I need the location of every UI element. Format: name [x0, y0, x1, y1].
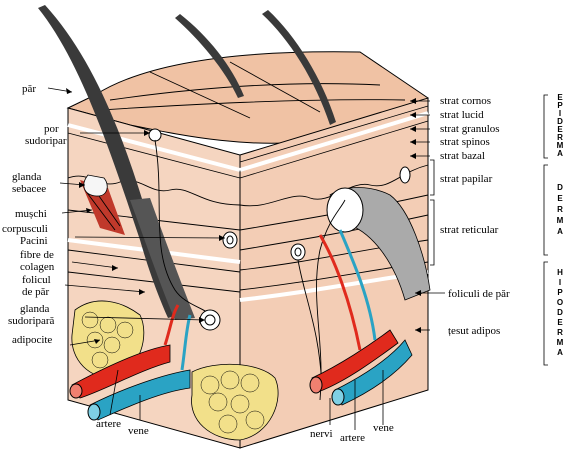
- label-par: păr: [22, 83, 36, 95]
- hair-shaft: [262, 10, 336, 125]
- bottom-pointers: [109, 369, 384, 430]
- top-surface-line: [149, 71, 251, 119]
- epiderma-letter: I: [559, 109, 561, 118]
- hipoderma-letter: E: [557, 318, 563, 327]
- pacinian-corpuscle: [290, 243, 306, 261]
- artery-branch: [163, 304, 180, 346]
- artery-left-end: [69, 383, 83, 399]
- label-fibre-line1: fibre de: [20, 249, 54, 261]
- vein-right: [334, 339, 413, 406]
- derma-letter: M: [557, 216, 564, 225]
- derma-letter: D: [557, 183, 563, 192]
- sebaceous-gland: [83, 174, 108, 197]
- vein-left-end: [87, 403, 101, 421]
- pacinian-corpuscle: [294, 247, 302, 257]
- nerve: [297, 259, 323, 391]
- label-folicul-line1: folicul: [22, 274, 51, 286]
- vein-branch: [180, 314, 192, 371]
- label-glanda-sudoripara-line1: glanda: [20, 303, 49, 315]
- label-corpusculi-line2: Pacini: [20, 235, 48, 247]
- pacinian-corpuscle: [222, 231, 238, 249]
- vein-right-end: [331, 388, 345, 406]
- label-por-line2: sudoripar: [25, 135, 67, 147]
- label-glanda-sebacee-line1: glanda: [12, 171, 41, 183]
- hipoderma-letter: M: [557, 338, 564, 347]
- nerve: [316, 199, 346, 401]
- hipoderma-letter: D: [557, 308, 563, 317]
- epiderma-letter: R: [557, 133, 563, 142]
- epidermis-band: [67, 132, 241, 179]
- vein-branch: [338, 229, 377, 341]
- hipoderma-letter: I: [559, 278, 561, 287]
- label-vene-left: vene: [128, 425, 149, 437]
- label-vene-right: vene: [373, 422, 394, 434]
- epidermis-band: [67, 123, 241, 172]
- epidermis-band: [239, 111, 429, 172]
- epidermis-band: [239, 120, 429, 179]
- hipoderma-letter: O: [557, 298, 563, 307]
- epiderma-letter: E: [557, 93, 563, 102]
- label-adipocite: adipocite: [12, 334, 52, 346]
- top-surface-line: [99, 99, 406, 111]
- artery-right: [311, 329, 399, 393]
- top-surface-line: [229, 61, 321, 113]
- epiderma-letter: P: [557, 101, 563, 110]
- label-strat-cornos: strat cornos: [440, 95, 491, 107]
- label-corpusculi-line1: corpusculi: [2, 223, 48, 235]
- label-strat-granulos: strat granulos: [440, 123, 500, 135]
- sweat-duct: [154, 139, 211, 316]
- label-tesut-adipos: țesut adipos: [448, 325, 500, 337]
- label-artere-left: artere: [96, 418, 121, 430]
- label-fibre-line2: colagen: [20, 261, 55, 273]
- artery-right-end: [309, 376, 323, 394]
- epiderma-letter: M: [557, 141, 564, 150]
- label-por-line1: por: [44, 123, 59, 135]
- hipoderma-letter: P: [557, 288, 563, 297]
- hipoderma-letter: A: [557, 348, 563, 357]
- epiderma-letter: D: [557, 117, 563, 126]
- derma-letter: E: [557, 194, 563, 203]
- hair-shaft: [38, 5, 176, 318]
- label-strat-papilar: strat papilar: [440, 173, 493, 185]
- right-gland-small: [399, 166, 411, 184]
- adipocyte-cluster: [191, 363, 279, 441]
- label-strat-bazal: strat bazal: [440, 150, 485, 162]
- label-glanda-sudoripara-line2: sudoripară: [8, 315, 55, 327]
- epidermis-band: [239, 105, 429, 163]
- label-nervi: nervi: [310, 428, 333, 440]
- layer-brackets: [543, 94, 548, 366]
- derma-letter: A: [557, 227, 563, 236]
- hipoderma-letter: R: [557, 328, 563, 337]
- epiderma-letter: E: [557, 125, 563, 134]
- derma-letter: R: [557, 205, 563, 214]
- epiderma-letter: A: [557, 149, 563, 158]
- label-foliculi-de-par: foliculi de păr: [448, 288, 510, 300]
- label-folicul-line2: de păr: [22, 286, 50, 298]
- right-arrowheads: [410, 98, 421, 333]
- right-gland: [326, 187, 364, 233]
- label-glanda-sebacee-line2: sebacee: [12, 183, 46, 195]
- label-strat-spinos: strat spinos: [440, 136, 490, 148]
- sweat-pore: [148, 128, 162, 142]
- label-artere-right: artere: [340, 432, 365, 444]
- label-muschi: mușchi: [15, 208, 47, 220]
- artery-left: [71, 344, 171, 399]
- pacinian-corpuscle: [226, 235, 234, 245]
- label-strat-reticular: strat reticular: [440, 224, 499, 236]
- basal-layer-line: [67, 164, 429, 207]
- left-arrowheads: [66, 88, 225, 344]
- artery-branch: [318, 234, 362, 351]
- hair-shaft: [175, 14, 244, 98]
- label-strat-lucid: strat lucid: [440, 109, 484, 121]
- hipoderma-letter: H: [557, 268, 563, 277]
